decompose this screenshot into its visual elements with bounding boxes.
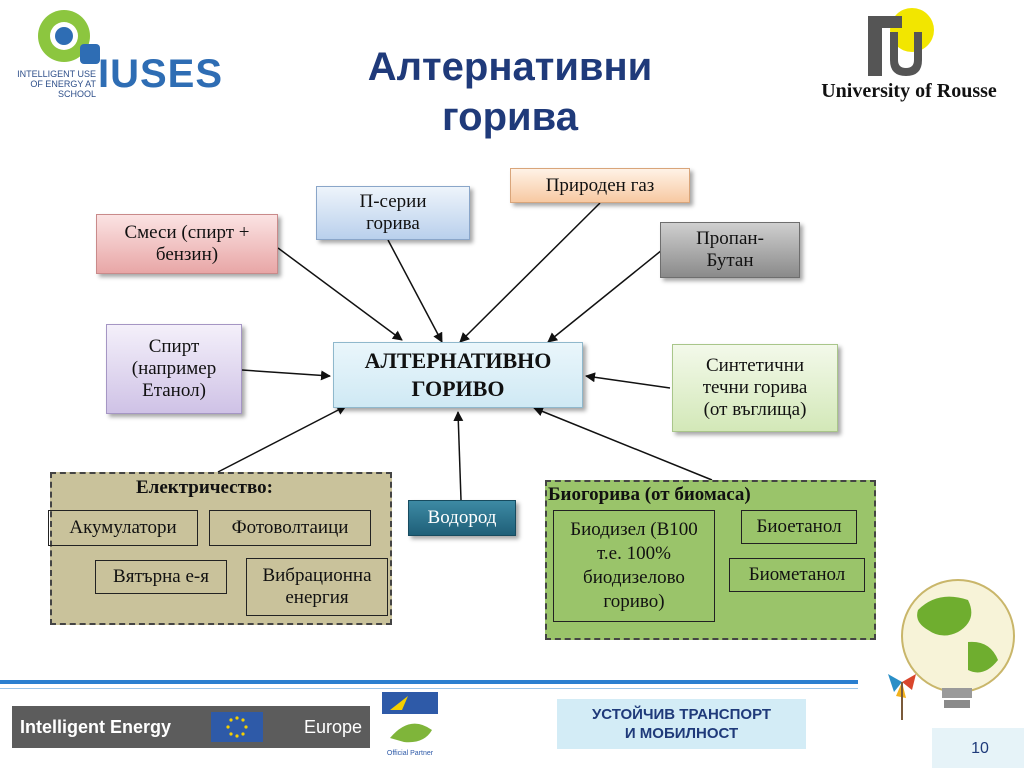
node-synthetic-line3: (от въглища) <box>703 399 807 420</box>
partner-logo-icon <box>382 692 438 743</box>
arrow-from-biofuels <box>533 406 713 481</box>
footer-rule <box>0 680 858 684</box>
item-biomethanol: Биометанол <box>729 558 865 592</box>
node-propane-butane: Пропан- Бутан <box>660 222 800 278</box>
item-vibration-line2: енергия <box>285 587 349 608</box>
node-natural-gas-label: Природен газ <box>545 174 655 196</box>
node-alcohol: Спирт (например Етанол) <box>106 324 242 414</box>
item-bioethanol: Биоетанол <box>741 510 857 544</box>
node-alcohol-line3: Етанол) <box>142 380 206 401</box>
node-synthetic-line2: течни горива <box>702 377 808 398</box>
node-alcohol-line2: (например <box>131 358 217 379</box>
node-hydrogen-label: Водород <box>427 507 497 528</box>
iuses-wordmark: IUSES <box>98 52 224 96</box>
topic-banner-line2: И МОБИЛНОСТ <box>624 725 739 742</box>
node-blends: Смеси (спирт + бензин) <box>96 214 278 274</box>
group-biofuels-heading: Биогорива (от биомаса) <box>548 484 751 505</box>
item-biodiesel: Биодизел (B100 т.е. 100% биодизелово гор… <box>553 510 715 622</box>
item-wind-energy: Вятърна е-я <box>95 560 227 594</box>
lightbulb-globe-icon <box>888 579 1015 720</box>
iuses-tagline-line1: INTELLIGENT USE <box>17 69 96 79</box>
university-logo <box>860 4 940 80</box>
arrow-from-p-series <box>387 239 443 343</box>
center-node-line1: АЛТЕРНАТИВНО <box>364 348 552 373</box>
node-blends-line1: Смеси (спирт + <box>124 222 250 243</box>
center-node-line2: ГОРИВО <box>411 376 505 401</box>
item-biodiesel-line1: Биодизел (B100 <box>570 519 698 540</box>
node-natural-gas: Природен газ <box>510 168 690 203</box>
node-hydrogen: Водород <box>408 500 516 536</box>
topic-banner-line1: УСТОЙЧИВ ТРАНСПОРТ <box>591 706 772 723</box>
arrow-from-blends <box>277 247 403 341</box>
eu-flag-icon <box>211 712 264 742</box>
university-name: University of Rousse <box>821 80 997 102</box>
iuses-tagline: INTELLIGENT USE OF ENERGY AT SCHOOL <box>2 69 96 99</box>
item-vibration-line1: Вибрационна <box>262 565 372 586</box>
arrow-from-natural-gas <box>459 202 601 343</box>
footer-rule-thin <box>0 688 858 689</box>
university-logo-icon <box>868 8 934 76</box>
partner-text: Official Partner <box>386 750 434 757</box>
node-synthetic-line1: Синтетични <box>705 355 805 376</box>
item-photovoltaics: Фотоволтаици <box>209 510 371 546</box>
node-synthetic-fuels: Синтетични течни горива (от въглища) <box>672 344 838 432</box>
arrow-from-hydrogen <box>453 411 464 501</box>
arrow-from-alcohol <box>241 369 331 381</box>
node-propane-line1: Пропан- <box>696 228 764 249</box>
group-biofuels <box>545 480 876 640</box>
group-electricity <box>50 472 392 625</box>
item-biodiesel-line4: гориво) <box>603 591 665 612</box>
node-alcohol-line1: Спирт <box>148 336 200 357</box>
node-propane-line2: Бутан <box>706 250 754 271</box>
item-batteries: Акумулатори <box>48 510 198 546</box>
node-p-series-line2: горива <box>366 213 420 234</box>
arrow-from-propane <box>547 249 663 343</box>
partner-logo: Official Partner <box>380 690 440 757</box>
iee-logo-left: Intelligent Energy <box>20 716 172 737</box>
topic-banner: УСТОЙЧИВ ТРАНСПОРТ И МОБИЛНОСТ <box>557 699 806 749</box>
iee-logo: Intelligent Energy Europe <box>12 706 370 748</box>
page-title-line1: Алтернативни <box>367 45 653 89</box>
arrow-from-synthetic <box>585 372 671 389</box>
node-blends-line2: бензин) <box>155 244 219 265</box>
iuses-logo <box>2 2 222 100</box>
group-electricity-heading: Електричество: <box>136 477 273 498</box>
node-p-series-line1: П-серии <box>359 191 427 212</box>
item-biodiesel-line3: биодизелово <box>583 567 685 588</box>
iee-logo-right: Europe <box>303 716 362 737</box>
node-p-series: П-серии горива <box>316 186 470 240</box>
page-title: Алтернативни горива <box>300 42 720 142</box>
arrow-from-electricity <box>217 405 347 473</box>
lightbulb-globe <box>858 570 1024 730</box>
page-number: 10 <box>971 740 989 757</box>
page-number-tab <box>932 728 1024 768</box>
iuses-tagline-line2: OF ENERGY AT SCHOOL <box>30 79 96 99</box>
iuses-logo-icon <box>38 10 100 64</box>
item-biodiesel-line2: т.е. 100% <box>597 543 671 564</box>
page-title-line2: горива <box>442 95 578 139</box>
center-node-alternative-fuel: АЛТЕРНАТИВНО ГОРИВО <box>333 342 583 408</box>
item-vibration-energy: Вибрационна енергия <box>246 558 388 616</box>
